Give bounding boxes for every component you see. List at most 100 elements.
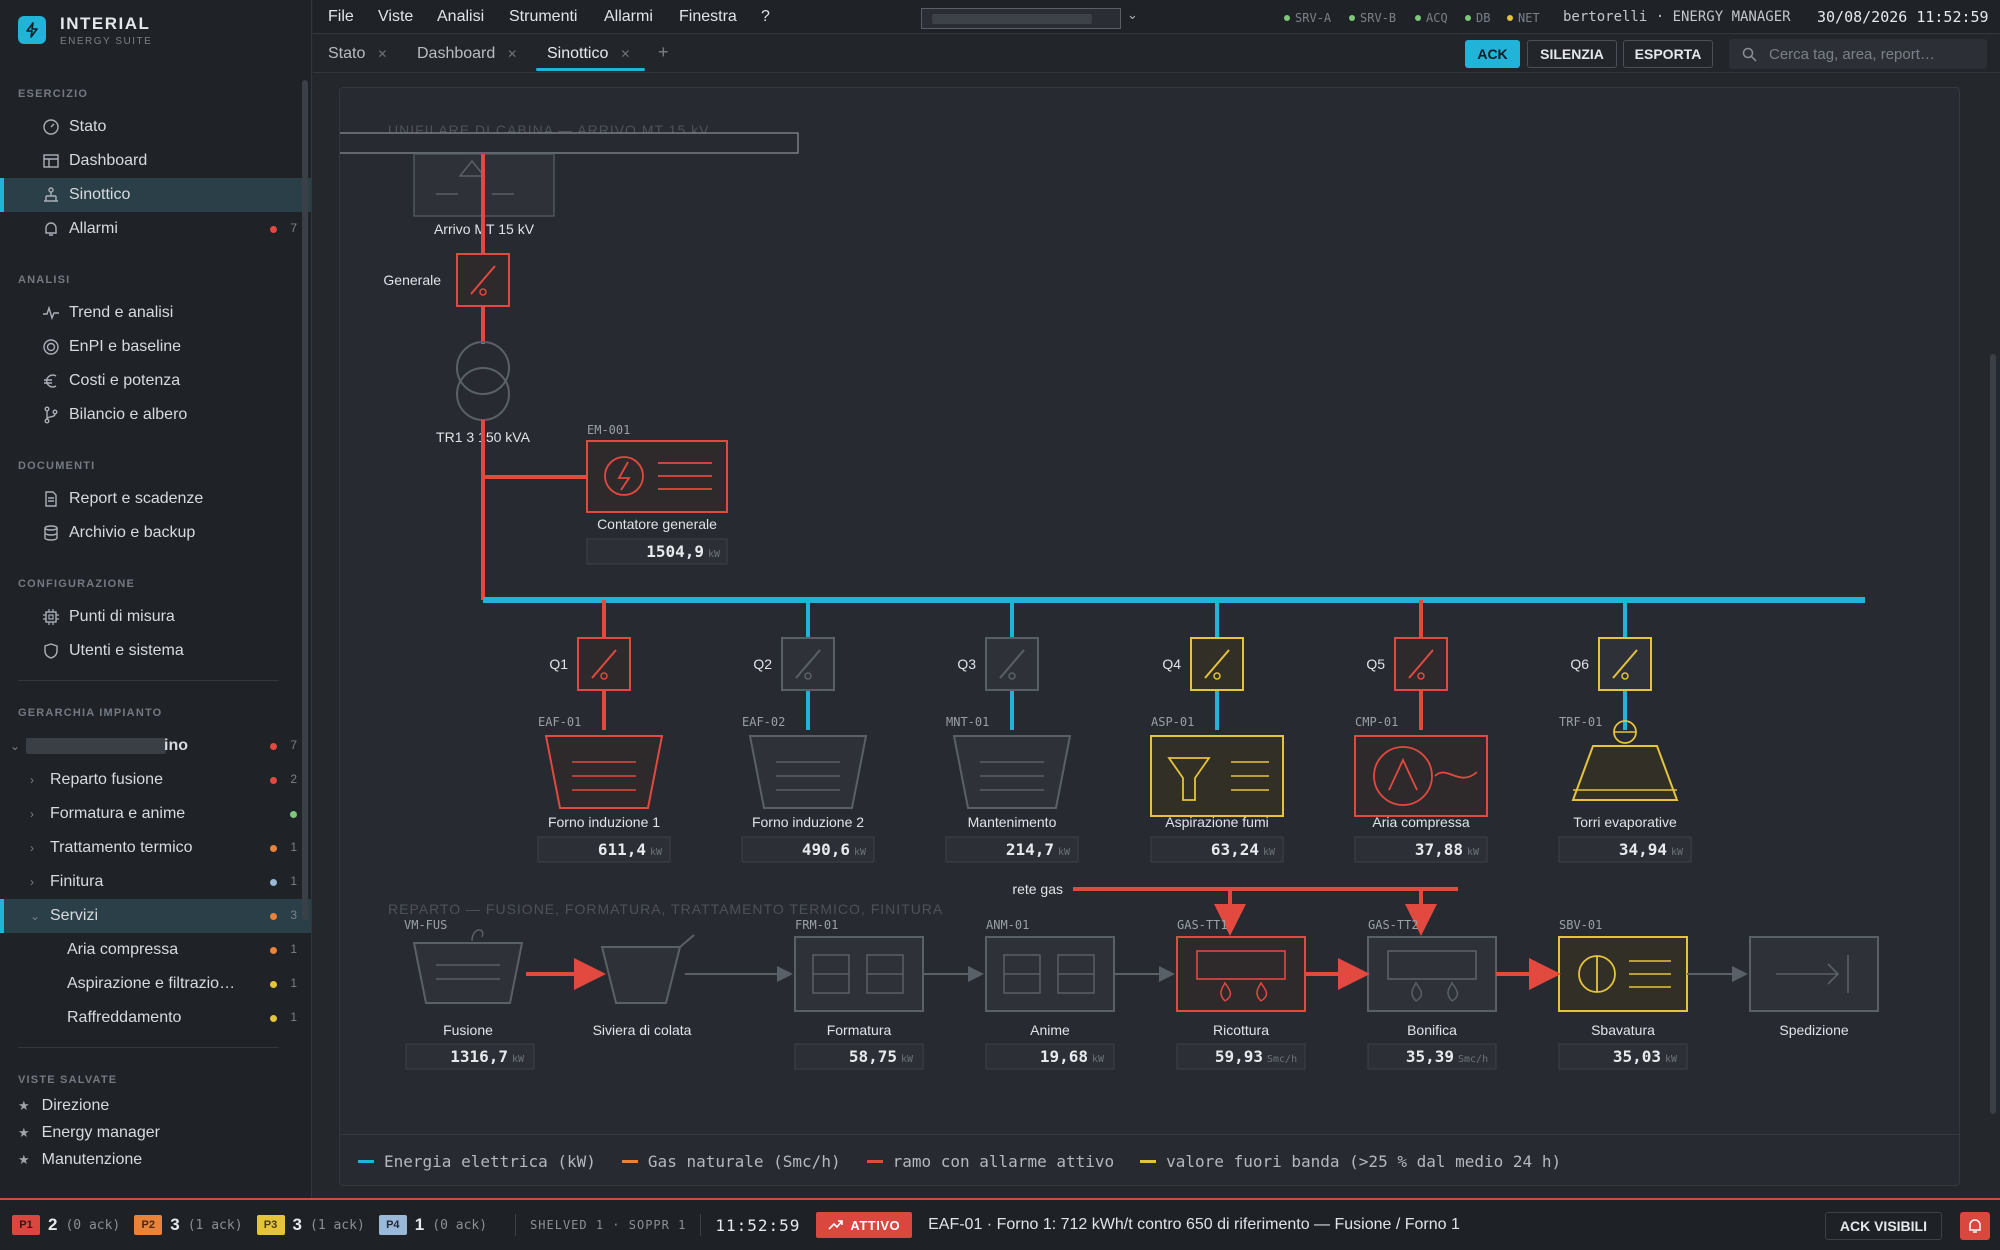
tab-sinottico[interactable]: Sinottico✕ (547, 45, 630, 63)
tree-item-finitura[interactable]: › Finitura 1 (0, 865, 311, 899)
process-tag: VM-FUS (404, 918, 447, 932)
process-step-8[interactable]: Spedizione (1749, 936, 1879, 1038)
bell-icon (45, 222, 57, 236)
main-scrollbar[interactable] (1990, 354, 1996, 1114)
sidebar-item-costi[interactable]: Costi e potenza (0, 364, 311, 398)
sidebar-item-punti[interactable]: Punti di misura (0, 600, 311, 634)
tree-count: 1 (290, 942, 297, 956)
transformer-icon[interactable] (456, 341, 510, 421)
sidebar-scrollbar[interactable] (302, 80, 308, 920)
tab-dashboard[interactable]: Dashboard✕ (417, 45, 517, 63)
furnace-icon (748, 735, 868, 809)
menu-analisi[interactable]: Analisi (437, 8, 485, 25)
plant-selector[interactable] (921, 8, 1121, 29)
brand-name: INTERIAL (60, 13, 151, 33)
sidebar-item-bilancio[interactable]: Bilancio e albero (0, 398, 311, 432)
tree-item-servizi[interactable]: ⌄ Servizi 3 (0, 899, 311, 933)
menu-help[interactable]: ? (761, 8, 770, 25)
esporta-button[interactable]: ESPORTA (1623, 40, 1713, 68)
tree-item-aria-compressa[interactable]: Aria compressa 1 (0, 933, 311, 967)
alarm-message[interactable]: EAF-01 · Forno 1: 712 kWh/t contro 650 d… (928, 1216, 1460, 1233)
breaker-contact (999, 649, 1025, 679)
tree-item-raffreddamento[interactable]: Raffreddamento 1 (0, 1001, 311, 1035)
sidebar-item-trend[interactable]: Trend e analisi (0, 296, 311, 330)
menu-file[interactable]: File (328, 8, 354, 25)
close-icon[interactable]: ✕ (507, 47, 518, 61)
tree-count: 1 (290, 874, 297, 888)
status-dot (270, 981, 277, 988)
ack-button[interactable]: ACK (1465, 40, 1520, 68)
sidebar-item-archivio[interactable]: Archivio e backup (0, 516, 311, 550)
search-box[interactable] (1729, 39, 1987, 69)
sidebar-item-allarmi[interactable]: Allarmi 7 (0, 212, 311, 246)
saved-view-manutenzione[interactable]: ★Manutenzione (0, 1146, 311, 1173)
menu-finestra[interactable]: Finestra (679, 8, 737, 25)
tree-root[interactable]: ⌄ ino 7 (0, 729, 311, 763)
sidebar-item-stato[interactable]: Stato (0, 110, 311, 144)
status-dot (290, 811, 297, 818)
breaker-contact (1408, 649, 1434, 679)
ack-visible-button[interactable]: ACK VISIBILI (1824, 1212, 1942, 1240)
close-icon[interactable]: ✕ (620, 47, 631, 61)
feeder-unit: kW (1467, 847, 1480, 858)
status-dot (270, 879, 277, 886)
feeder-value: 63,24 (1211, 840, 1259, 859)
sidebar-item-dashboard[interactable]: Dashboard (0, 144, 311, 178)
menu-allarmi[interactable]: Allarmi (604, 8, 653, 25)
chevron-down-icon[interactable]: ⌄ (1127, 7, 1138, 22)
close-icon[interactable]: ✕ (377, 47, 388, 61)
chevron-right-icon[interactable]: › (30, 875, 34, 889)
main-breaker[interactable] (456, 253, 510, 307)
add-tab-icon[interactable]: + (658, 42, 669, 62)
user-label[interactable]: bertorelli · ENERGY MANAGER (1563, 9, 1791, 25)
sidebar-item-enpi[interactable]: EnPI e baseline (0, 330, 311, 364)
tree-item-formatura[interactable]: › Formatura e anime (0, 797, 311, 831)
sidebar-item-report[interactable]: Report e scadenze (0, 482, 311, 516)
chevron-right-icon[interactable]: › (30, 773, 34, 787)
chevron-down-icon[interactable]: ⌄ (30, 909, 41, 923)
state-badge[interactable]: ATTIVO (816, 1212, 913, 1238)
chevron-down-icon[interactable]: ⌄ (10, 739, 21, 753)
feeder-breaker[interactable] (1598, 637, 1652, 691)
general-meter[interactable] (586, 440, 728, 513)
process-step-2[interactable]: Siviera di colata (593, 934, 695, 1038)
chevron-right-icon[interactable]: › (30, 841, 34, 855)
meter-value: 1504,9 (646, 542, 704, 561)
chevron-right-icon[interactable]: › (30, 807, 34, 821)
tree-item-reparto-fusione[interactable]: › Reparto fusione 2 (0, 763, 311, 797)
sidebar-item-utenti[interactable]: Utenti e sistema (0, 634, 311, 668)
search-input[interactable] (1769, 44, 1979, 64)
silenzia-button[interactable]: SILENZIA (1527, 40, 1617, 68)
tab-stato[interactable]: Stato✕ (328, 45, 387, 63)
process-tag: ANM-01 (986, 918, 1029, 932)
menu-viste[interactable]: Viste (378, 8, 414, 25)
saved-view-direzione[interactable]: ★Direzione (0, 1092, 311, 1119)
shelved-count[interactable]: SHELVED 1 · SOPPR 1 (530, 1218, 687, 1232)
menu-strumenti[interactable]: Strumenti (509, 8, 578, 25)
tree-item-trattamento[interactable]: › Trattamento termico 1 (0, 831, 311, 865)
furnace-icon (952, 735, 1072, 809)
status-dot (270, 845, 277, 852)
tree-item-aspirazione[interactable]: Aspirazione e filtrazio… 1 (0, 967, 311, 1001)
bell-icon[interactable] (1960, 1212, 1990, 1240)
sidebar-item-sinottico[interactable]: Sinottico (0, 178, 311, 212)
saved-view-energy-manager[interactable]: ★Energy manager (0, 1119, 311, 1146)
heat-wave (471, 929, 484, 942)
